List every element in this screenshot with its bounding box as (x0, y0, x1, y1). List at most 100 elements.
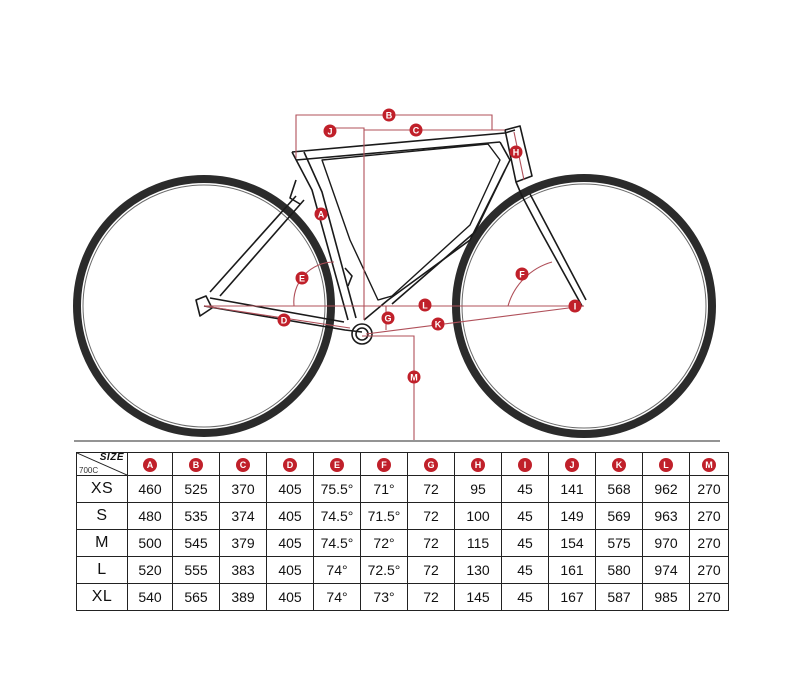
table-cell: 72 (407, 502, 455, 530)
table-cell: 540 (127, 583, 173, 611)
marker-letter: H (513, 148, 520, 158)
marker-i: I (568, 299, 582, 313)
column-header-j: J (548, 452, 596, 476)
size-corner-cell: SIZE 700C (76, 452, 128, 476)
table-cell: 565 (172, 583, 220, 611)
table-cell: 270 (689, 529, 729, 557)
column-header-b: B (172, 452, 220, 476)
marker-j: J (323, 124, 337, 138)
table-cell: 115 (454, 529, 502, 557)
size-label: XL (76, 583, 128, 611)
marker-letter: K (435, 320, 442, 330)
table-cell: 45 (501, 556, 549, 584)
table-cell: 72 (407, 475, 455, 503)
table-cell: 167 (548, 583, 596, 611)
table-cell: 374 (219, 502, 267, 530)
marker-h: H (509, 145, 523, 159)
column-letter-badge: E (330, 458, 344, 473)
table-cell: 405 (266, 475, 314, 503)
marker-a: A (314, 207, 328, 221)
column-letter-badge: K (612, 458, 626, 473)
table-cell: 72° (360, 529, 408, 557)
size-header-label: SIZE (99, 452, 124, 464)
table-cell: 383 (219, 556, 267, 584)
table-cell: 71° (360, 475, 408, 503)
table-cell: 405 (266, 529, 314, 557)
table-cell: 270 (689, 502, 729, 530)
column-letter-badge: C (236, 458, 250, 473)
table-cell: 974 (642, 556, 690, 584)
marker-letter: E (299, 274, 305, 284)
column-header-a: A (127, 452, 173, 476)
table-cell: 270 (689, 583, 729, 611)
column-letter-badge: I (518, 458, 532, 473)
table-cell: 71.5° (360, 502, 408, 530)
marker-letter: A (318, 210, 325, 220)
size-label: XS (76, 475, 128, 503)
marker-letter: I (574, 302, 577, 312)
column-header-c: C (219, 452, 267, 476)
marker-letter: F (519, 270, 525, 280)
column-letter-badge: A (143, 458, 157, 473)
size-label: M (76, 529, 128, 557)
marker-f: F (515, 267, 529, 281)
table-cell: 154 (548, 529, 596, 557)
table-cell: 985 (642, 583, 690, 611)
table-cell: 379 (219, 529, 267, 557)
table-cell: 45 (501, 475, 549, 503)
table-cell: 100 (454, 502, 502, 530)
table-cell: 141 (548, 475, 596, 503)
marker-letter: G (384, 314, 391, 324)
table-cell: 149 (548, 502, 596, 530)
table-cell: 963 (642, 502, 690, 530)
column-header-f: F (360, 452, 408, 476)
marker-letter: M (410, 373, 418, 383)
table-cell: 72 (407, 529, 455, 557)
table-cell: 45 (501, 583, 549, 611)
column-header-d: D (266, 452, 314, 476)
table-cell: 270 (689, 475, 729, 503)
column-header-k: K (595, 452, 643, 476)
table-cell: 480 (127, 502, 173, 530)
table-cell: 580 (595, 556, 643, 584)
table-cell: 73° (360, 583, 408, 611)
table-cell: 95 (454, 475, 502, 503)
column-letter-badge: M (702, 458, 716, 473)
column-header-g: G (407, 452, 455, 476)
column-header-e: E (313, 452, 361, 476)
table-cell: 75.5° (313, 475, 361, 503)
marker-c: C (409, 123, 423, 137)
column-letter-badge: J (565, 458, 579, 473)
table-cell: 405 (266, 583, 314, 611)
table-cell: 460 (127, 475, 173, 503)
column-letter-badge: L (659, 458, 673, 473)
table-cell: 545 (172, 529, 220, 557)
marker-g: G (381, 311, 395, 325)
table-cell: 130 (454, 556, 502, 584)
table-cell: 569 (595, 502, 643, 530)
table-cell: 74.5° (313, 529, 361, 557)
table-cell: 45 (501, 502, 549, 530)
marker-l: L (418, 298, 432, 312)
table-cell: 555 (172, 556, 220, 584)
table-cell: 962 (642, 475, 690, 503)
table-cell: 520 (127, 556, 173, 584)
marker-e: E (295, 271, 309, 285)
table-cell: 500 (127, 529, 173, 557)
size-label: L (76, 556, 128, 584)
table-cell: 970 (642, 529, 690, 557)
table-cell: 161 (548, 556, 596, 584)
table-cell: 72 (407, 556, 455, 584)
table-cell: 270 (689, 556, 729, 584)
column-letter-badge: F (377, 458, 391, 473)
wheel-size-label: 700C (79, 466, 99, 475)
column-header-l: L (642, 452, 690, 476)
table-cell: 575 (595, 529, 643, 557)
